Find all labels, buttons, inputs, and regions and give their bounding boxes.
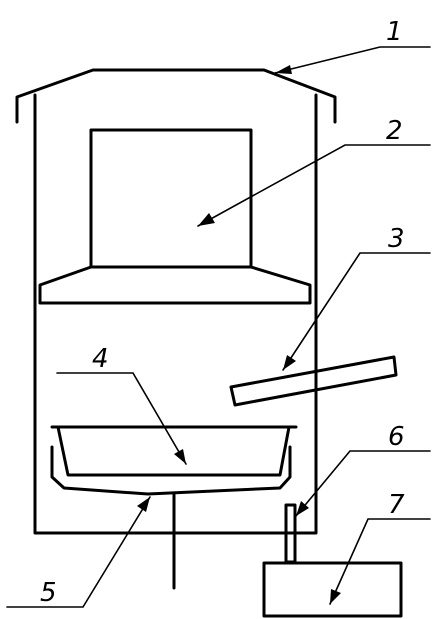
callout-2: 2	[386, 116, 403, 146]
leader-2	[197, 144, 431, 227]
container-box	[262, 561, 403, 618]
arrowhead-4	[174, 449, 186, 464]
callout-5: 5	[40, 578, 57, 608]
leader-5	[6, 496, 151, 608]
upper-chamber-box	[89, 128, 253, 269]
arrowhead-7	[330, 589, 341, 604]
leader-7	[329, 518, 431, 605]
leader-4	[56, 372, 187, 465]
arrowhead-3	[283, 355, 296, 370]
support	[50, 445, 292, 590]
tray	[50, 425, 298, 477]
housing-body	[33, 93, 318, 535]
arrowhead-1	[275, 65, 292, 74]
tray-body	[56, 425, 291, 477]
support-frame	[50, 445, 292, 496]
callout-labels: 1 2 3 4 5 6 7	[40, 17, 405, 608]
callout-3: 3	[388, 224, 405, 254]
upper-chamber	[38, 128, 312, 305]
arrowhead-2	[198, 213, 215, 226]
inclined-plate	[229, 355, 398, 407]
callout-7: 7	[388, 490, 405, 520]
roof-cap	[15, 68, 337, 124]
leader-lines	[6, 46, 431, 608]
leader-1	[274, 46, 431, 74]
leader-3	[282, 252, 431, 371]
callout-4: 4	[92, 344, 109, 374]
upper-chamber-flange	[38, 265, 312, 305]
callout-1: 1	[386, 17, 403, 47]
callout-6: 6	[388, 422, 405, 452]
arrowhead-5	[137, 497, 150, 512]
arrowhead-6	[296, 501, 309, 516]
leader-6	[295, 450, 431, 517]
